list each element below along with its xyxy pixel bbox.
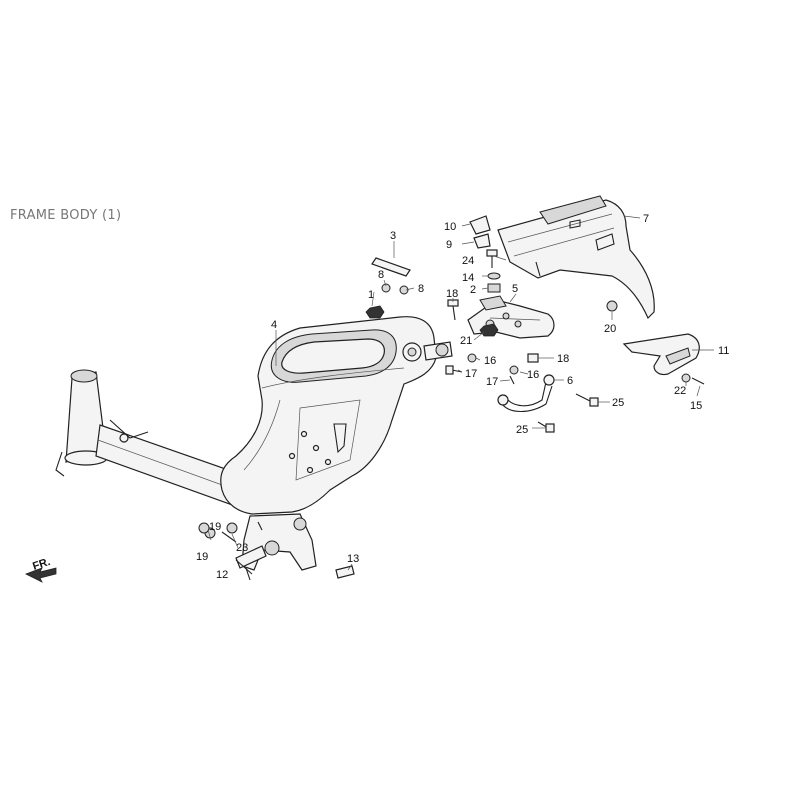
callout-16: 16: [527, 369, 539, 381]
callout-25: 25: [516, 424, 528, 436]
callout-24: 24: [462, 255, 474, 267]
stay-pipe: [497, 374, 555, 413]
callout-23: 23: [236, 542, 248, 554]
callout-19: 19: [196, 551, 208, 563]
callout-7: 7: [643, 213, 649, 225]
callout-8: 8: [378, 269, 384, 281]
callout-5: 5: [512, 283, 518, 295]
callout-16: 16: [484, 355, 496, 367]
frame-body-shell: [220, 316, 453, 515]
callout-3: 3: [390, 230, 396, 242]
leader-lines: [207, 215, 714, 571]
callout-9: 9: [446, 239, 452, 251]
callout-18: 18: [557, 353, 569, 365]
callout-1: 1: [368, 289, 374, 301]
callout-15: 15: [690, 400, 702, 412]
callout-20: 20: [604, 323, 616, 335]
callout-18: 18: [446, 288, 458, 300]
callout-22: 22: [674, 385, 686, 397]
callout-21: 21: [460, 335, 472, 347]
front-direction-arrow: FR.: [25, 556, 57, 583]
callout-25: 25: [612, 397, 624, 409]
rear-fender: [497, 195, 655, 320]
callout-labels: 3 8 8 1 4 10 9 24 14 2 18 5 7 20 21 16 1…: [196, 213, 729, 581]
diagram-title: FRAME BODY (1): [10, 208, 122, 223]
step-bracket: [622, 333, 700, 376]
callout-17: 17: [465, 368, 477, 380]
callout-13: 13: [347, 553, 359, 565]
callout-6: 6: [567, 375, 573, 387]
callout-17: 17: [486, 376, 498, 388]
callout-14: 14: [462, 272, 474, 284]
frame-head-pipe: [55, 369, 241, 507]
callout-4: 4: [271, 319, 277, 331]
callout-8: 8: [418, 283, 424, 295]
callout-12: 12: [216, 569, 228, 581]
callout-11: 11: [718, 345, 729, 357]
callout-2: 2: [470, 284, 476, 296]
direction-mark: FR.: [31, 556, 52, 573]
callout-10: 10: [444, 221, 456, 233]
callout-19: 19: [209, 521, 221, 533]
